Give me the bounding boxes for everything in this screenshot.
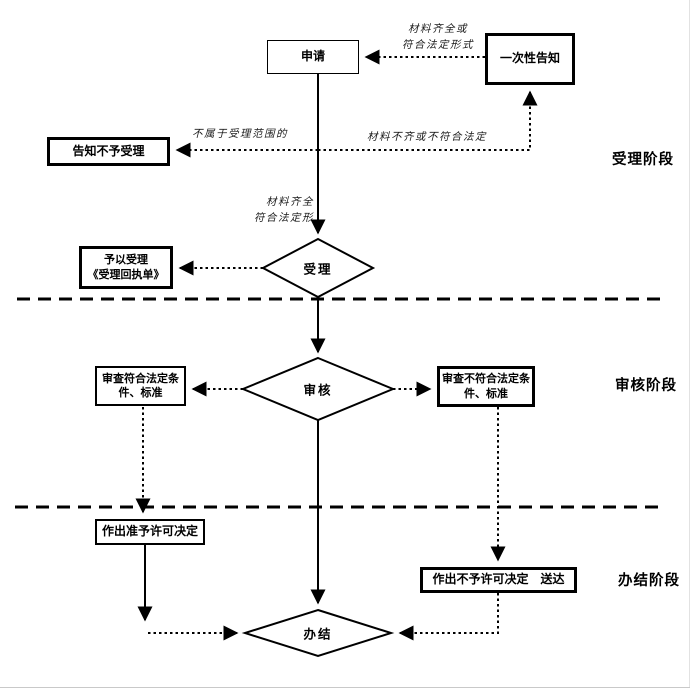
stage-label-review: 审核阶段 <box>615 378 677 394</box>
node-review-pass: 审查符合法定条 件、标准 <box>95 366 186 406</box>
diamond-review <box>240 356 396 422</box>
node-grant-acceptance: 予以受理 《受理回执单》 <box>79 246 173 289</box>
stage-label-completion: 办结阶段 <box>618 573 680 589</box>
edge-label-materials-incomplete-or-illegal: 材料不齐或不符合法定 <box>367 131 487 143</box>
diamond-label-review: 审核 <box>303 383 333 398</box>
edge-label-materials-complete-legal-form: 材料齐全 符合法定形 <box>254 196 314 224</box>
diamond-label-accept: 受理 <box>303 262 333 277</box>
node-deny-permit: 作出不予许可决定 送达 <box>420 567 577 593</box>
diamond-accept <box>260 237 376 299</box>
stage-label-acceptance: 受理阶段 <box>612 152 674 168</box>
edge-label-materials-complete-or-legal-form: 材料齐全或 符合法定形式 <box>402 23 474 51</box>
diamond-complete <box>241 608 395 658</box>
diamond-label-complete: 办结 <box>303 627 333 642</box>
edge-label-not-in-acceptance-scope: 不属于受理范围的 <box>192 128 288 140</box>
node-one-time-notice: 一次性告知 <box>485 33 575 85</box>
connector-deny-permit-to-complete <box>398 593 499 641</box>
node-grant-permit: 作出准予许可决定 <box>95 519 205 545</box>
node-notify-rejection: 告知不予受理 <box>47 137 170 166</box>
node-apply: 申请 <box>267 40 359 74</box>
node-review-fail: 审查不符合法定条 件、标准 <box>437 366 535 407</box>
